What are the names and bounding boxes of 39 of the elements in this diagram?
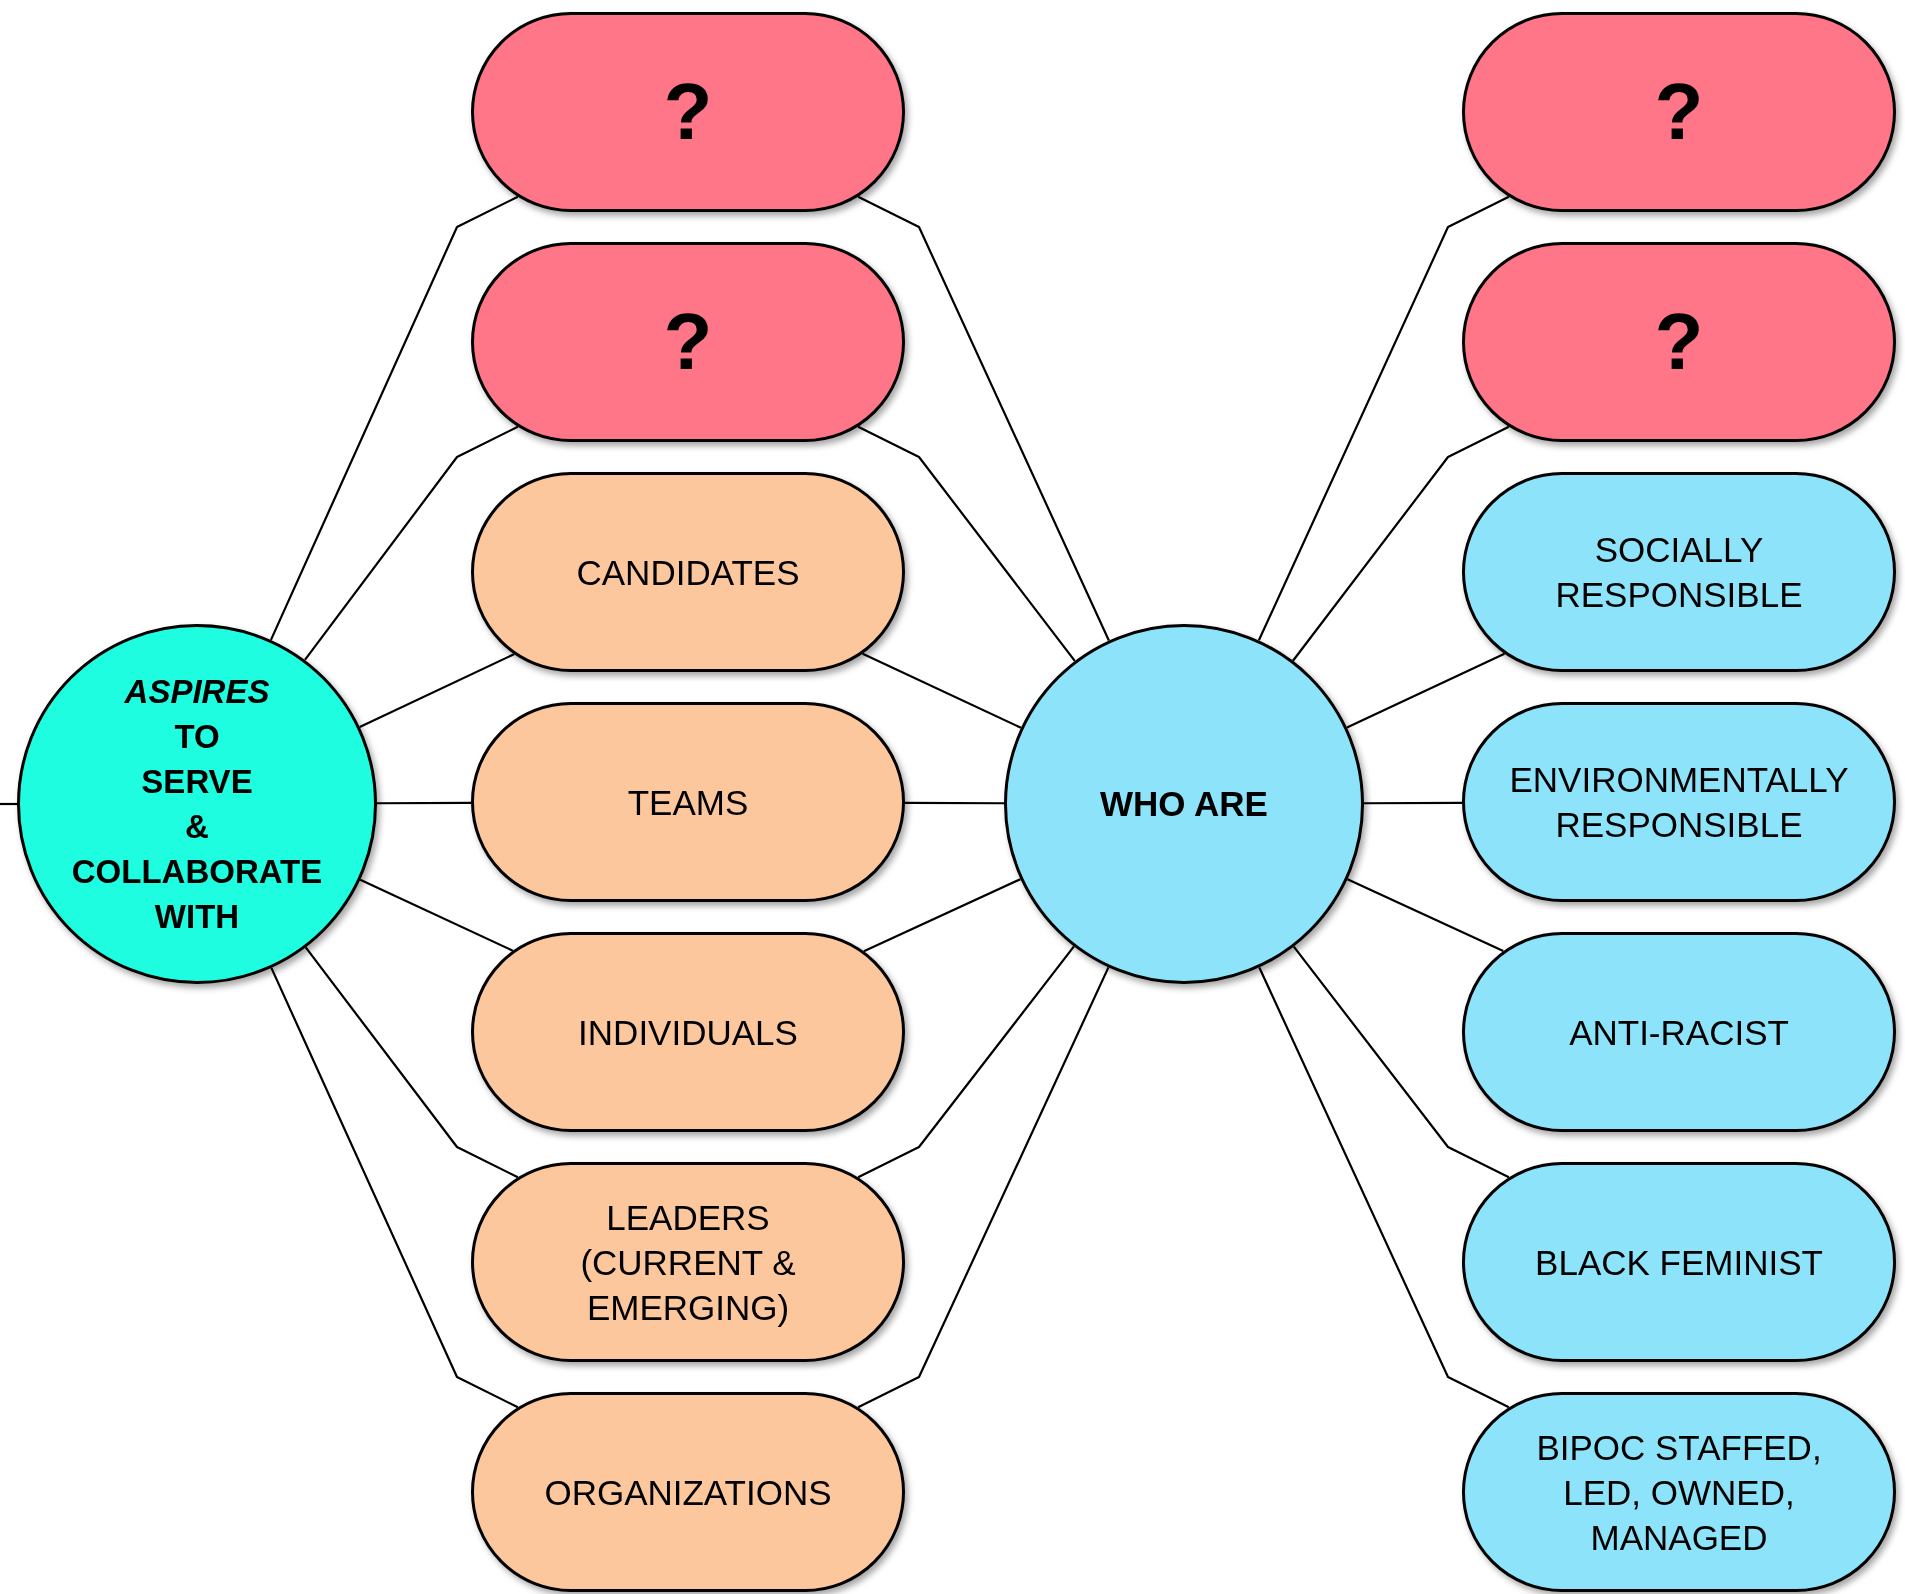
question-mark: ? (1654, 302, 1704, 382)
question-mark: ? (663, 72, 713, 152)
node-label: BIPOC STAFFED, LED, OWNED, MANAGED (1535, 1426, 1823, 1559)
connector-line (270, 967, 519, 1409)
connector-line (1257, 195, 1510, 641)
node-label: ASPIRES TO SERVE & COLLABORATE WITH (71, 672, 323, 937)
connector-line (857, 425, 1076, 662)
connector-line (905, 801, 1004, 805)
connector-line (857, 966, 1110, 1409)
connector-line (1292, 945, 1510, 1179)
node-label: CANDIDATES (576, 551, 800, 594)
connector-line (1292, 425, 1510, 662)
connector-line (1346, 652, 1505, 729)
node-label: ANTI-RACIST (1569, 1011, 1789, 1054)
node-label: WHO ARE (1100, 783, 1268, 826)
connector-line (1364, 801, 1462, 805)
connector-line (269, 195, 519, 641)
node-label: INDIVIDUALS (578, 1011, 798, 1054)
connector-line (863, 878, 1021, 953)
connector-line (857, 945, 1075, 1179)
connector-line (857, 195, 1110, 641)
node-label: BLACK FEMINIST (1535, 1241, 1823, 1284)
node-label: LEADERS (CURRENT & EMERGING) (579, 1196, 797, 1329)
connector-line (359, 878, 514, 952)
connector-line (862, 652, 1022, 729)
pill-node (471, 932, 905, 1132)
connector-line (359, 653, 515, 729)
question-mark: ? (1654, 72, 1704, 152)
node-label: ORGANIZATIONS (544, 1471, 832, 1514)
connector-line (304, 946, 519, 1179)
node-label: SOCIALLY RESPONSIBLE (1554, 529, 1804, 616)
node-label: TEAMS (627, 781, 749, 824)
connector-line (377, 801, 471, 805)
connector-line (1258, 967, 1510, 1409)
question-mark: ? (663, 302, 713, 382)
connector-line (304, 425, 519, 661)
connector-line (0, 802, 17, 806)
connector-line (1347, 878, 1504, 953)
node-label: ENVIRONMENTALLY RESPONSIBLE (1508, 759, 1850, 846)
